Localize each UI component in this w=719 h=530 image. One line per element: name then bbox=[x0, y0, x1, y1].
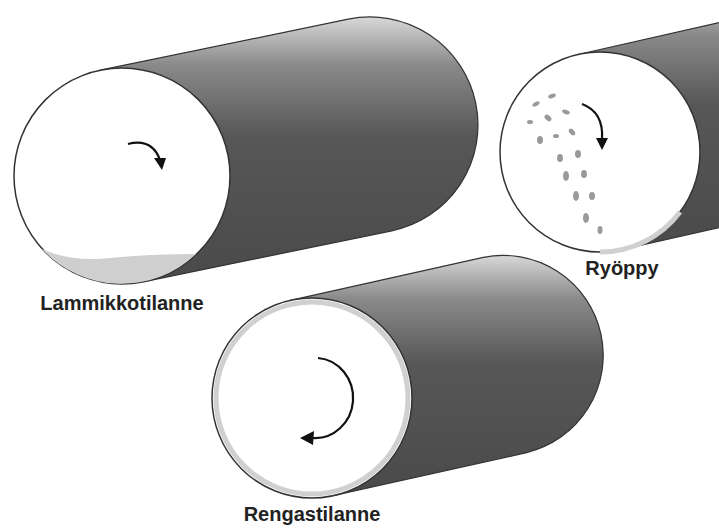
pipe-slug-flow bbox=[500, 0, 719, 252]
pipe-ring-flow bbox=[212, 255, 603, 498]
pipe-label: Ryöppy bbox=[585, 256, 658, 280]
pipe-label: Lammikkotilanne bbox=[40, 291, 203, 315]
pipe-label: Rengastilanne bbox=[244, 502, 381, 526]
pipe-puddle-flow bbox=[14, 17, 478, 284]
